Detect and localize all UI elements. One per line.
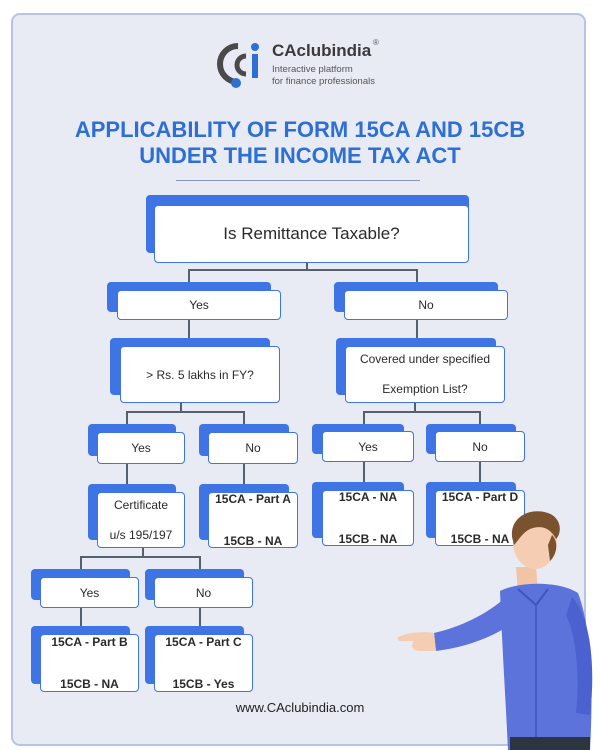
- connector: [188, 269, 417, 271]
- node-lakhs-no-label: No: [245, 441, 261, 455]
- node-result-d-line2: 15CB - NA: [450, 531, 510, 546]
- connector: [188, 320, 190, 338]
- node-certificate-line2: u/s 195/197: [109, 527, 173, 542]
- node-taxable-no-label: No: [418, 298, 434, 312]
- node-certificate-question: Certificate u/s 195/197: [97, 492, 185, 548]
- node-exempt-no: No: [435, 431, 525, 462]
- node-exempt-no-label: No: [472, 439, 488, 454]
- node-result-c-line2: 15CB - Yes: [172, 676, 235, 691]
- connector: [142, 548, 144, 556]
- node-lakhs-yes-label: Yes: [131, 441, 151, 455]
- connector: [80, 556, 200, 558]
- node-result-na-line1: 15CA - NA: [338, 489, 398, 504]
- brand-registered-mark: ®: [373, 38, 379, 47]
- node-taxable-no: No: [344, 290, 508, 320]
- node-result-part-a: 15CA - Part A 15CB - NA: [208, 492, 298, 548]
- connector: [416, 269, 418, 282]
- node-certificate-line1: Certificate: [113, 497, 169, 512]
- node-lakhs-label: > Rs. 5 lakhs in FY?: [146, 367, 254, 382]
- connector: [414, 403, 416, 411]
- connector: [126, 464, 128, 484]
- caclubindia-logo-icon: [217, 43, 259, 88]
- brand-tagline: Interactive platform for finance profess…: [272, 64, 412, 88]
- node-result-part-c: 15CA - Part C 15CB - Yes: [154, 634, 253, 692]
- node-lakhs-no: No: [208, 432, 298, 464]
- connector: [188, 269, 190, 282]
- connector: [80, 608, 82, 626]
- node-taxable-yes-label: Yes: [189, 298, 209, 312]
- connector: [180, 403, 182, 411]
- node-exemption-line1: Covered under specified: [359, 352, 491, 366]
- node-exemption-line2: Exemption List?: [382, 382, 468, 396]
- node-cert-no-label: No: [195, 585, 212, 600]
- node-cert-yes: Yes: [40, 577, 139, 608]
- node-taxable-yes: Yes: [117, 290, 281, 320]
- node-cert-yes-label: Yes: [79, 585, 100, 600]
- connector: [243, 464, 245, 484]
- node-result-b-line2: 15CB - NA: [60, 676, 119, 691]
- node-result-a-line2: 15CB - NA: [223, 533, 283, 548]
- connector: [479, 411, 481, 424]
- connector: [363, 411, 365, 424]
- node-result-part-b: 15CA - Part B 15CB - NA: [40, 634, 139, 692]
- node-lakhs-question: > Rs. 5 lakhs in FY?: [120, 346, 280, 403]
- footer-url: www.CAclubindia.com: [235, 700, 365, 715]
- node-result-b-line1: 15CA - Part B: [51, 634, 128, 649]
- connector: [363, 462, 365, 482]
- brand-name: CAclubindia: [272, 41, 372, 60]
- node-result-na-line2: 15CB - NA: [338, 531, 398, 546]
- node-root-question: Is Remittance Taxable?: [154, 205, 469, 263]
- node-result-d-line1: 15CA - Part D: [441, 489, 519, 504]
- connector: [363, 411, 480, 413]
- node-cert-no: No: [154, 577, 253, 608]
- connector: [199, 608, 201, 626]
- node-result-a-line1: 15CA - Part A: [215, 491, 291, 506]
- node-lakhs-yes: Yes: [97, 432, 185, 464]
- connector: [306, 262, 308, 269]
- connector: [199, 556, 201, 569]
- connector: [126, 411, 128, 424]
- connector: [80, 556, 82, 569]
- node-result-na: 15CA - NA 15CB - NA: [322, 490, 414, 546]
- node-exempt-yes: Yes: [322, 431, 414, 462]
- connector: [243, 411, 245, 424]
- title-line-1: APPLICABILITY OF FORM 15CA AND 15CB: [74, 117, 526, 142]
- presenter-person-illustration: [397, 511, 593, 750]
- node-result-c-line1: 15CA - Part C: [165, 634, 242, 649]
- brand-tagline-line2: for finance professionals: [272, 76, 375, 87]
- title-divider: [176, 180, 420, 181]
- node-result-part-d: 15CA - Part D 15CB - NA: [435, 490, 525, 546]
- brand-tagline-line1: Interactive platform: [272, 64, 353, 75]
- connector: [416, 320, 418, 338]
- node-exempt-yes-label: Yes: [358, 439, 378, 454]
- node-root-label: Is Remittance Taxable?: [223, 224, 400, 243]
- title-line-2: UNDER THE INCOME TAX ACT: [139, 143, 461, 168]
- connector: [479, 462, 481, 482]
- connector: [126, 411, 244, 413]
